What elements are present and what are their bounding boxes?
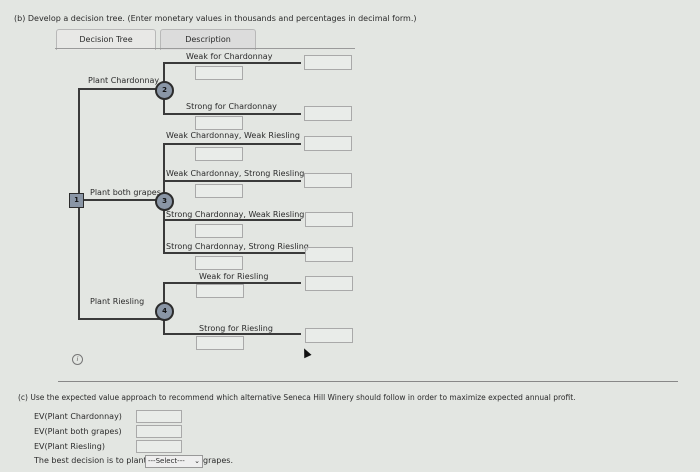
outcome-line: [163, 113, 301, 115]
probability-input[interactable]: [195, 224, 243, 238]
probability-input[interactable]: [195, 66, 243, 80]
payoff-input[interactable]: [305, 276, 353, 291]
payoff-input[interactable]: [304, 173, 352, 188]
info-icon[interactable]: i: [72, 354, 83, 365]
ev-label-chardonnay: EV(Plant Chardonnay): [34, 412, 122, 421]
payoff-input[interactable]: [305, 328, 353, 343]
best-decision-suffix: grapes.: [203, 456, 233, 465]
outcome-line: [163, 333, 301, 335]
outcome-line: [163, 282, 301, 284]
branch-label-plant-both: Plant both grapes: [90, 188, 161, 197]
ev-input-chardonnay[interactable]: [136, 410, 182, 423]
outcome-label: Weak Chardonnay, Strong Riesling: [166, 169, 305, 178]
mouse-cursor-icon: [300, 346, 312, 359]
payoff-input[interactable]: [305, 247, 353, 262]
outcome-label: Weak Chardonnay, Weak Riesling: [166, 131, 300, 140]
chance-node-3: 3: [155, 192, 174, 211]
outcome-label: Strong for Chardonnay: [186, 102, 277, 111]
payoff-input[interactable]: [304, 106, 352, 121]
tab-underline: [55, 48, 355, 49]
select-value: ---Select---: [148, 457, 185, 465]
ev-input-riesling[interactable]: [136, 440, 182, 453]
outcome-line: [163, 143, 301, 145]
outcome-label: Strong for Riesling: [199, 324, 273, 333]
chance-node-4: 4: [155, 302, 174, 321]
outcome-line: [163, 252, 306, 254]
probability-input[interactable]: [196, 336, 244, 350]
section-divider: [58, 381, 678, 382]
best-decision-select[interactable]: ---Select--- ⌄: [145, 455, 203, 468]
payoff-input[interactable]: [305, 212, 353, 227]
tab-description[interactable]: Description: [160, 29, 256, 50]
best-decision-prefix: The best decision is to plant: [34, 456, 147, 465]
branch-line-both: [78, 199, 164, 201]
outcome-label: Strong Chardonnay, Strong Riesling: [166, 242, 309, 251]
outcome-label: Weak for Chardonnay: [186, 52, 273, 61]
part-c-instruction: (c) Use the expected value approach to r…: [18, 393, 576, 402]
chance-node-2: 2: [155, 81, 174, 100]
outcome-line: [163, 219, 301, 221]
outcome-label: Weak for Riesling: [199, 272, 269, 281]
outcome-line: [163, 180, 301, 182]
branch-label-plant-riesling: Plant Riesling: [90, 297, 145, 306]
ev-label-both: EV(Plant both grapes): [34, 427, 122, 436]
probability-input[interactable]: [195, 147, 243, 161]
tab-decision-tree[interactable]: Decision Tree: [56, 29, 156, 50]
part-b-instruction: (b) Develop a decision tree. (Enter mone…: [14, 14, 417, 23]
probability-input[interactable]: [195, 184, 243, 198]
probability-input[interactable]: [195, 256, 243, 270]
probability-input[interactable]: [196, 284, 244, 298]
outcome-label: Strong Chardonnay, Weak Riesling: [166, 210, 305, 219]
decision-node-1: 1: [69, 193, 84, 208]
ev-input-both[interactable]: [136, 425, 182, 438]
chevron-down-icon: ⌄: [194, 457, 200, 465]
branch-line-riesling: [78, 318, 164, 320]
payoff-input[interactable]: [304, 55, 352, 70]
ev-label-riesling: EV(Plant Riesling): [34, 442, 105, 451]
branch-line-chardonnay: [78, 88, 164, 90]
payoff-input[interactable]: [304, 136, 352, 151]
branch-label-plant-chardonnay: Plant Chardonnay: [88, 76, 160, 85]
probability-input[interactable]: [195, 116, 243, 130]
outcome-line: [163, 62, 301, 64]
